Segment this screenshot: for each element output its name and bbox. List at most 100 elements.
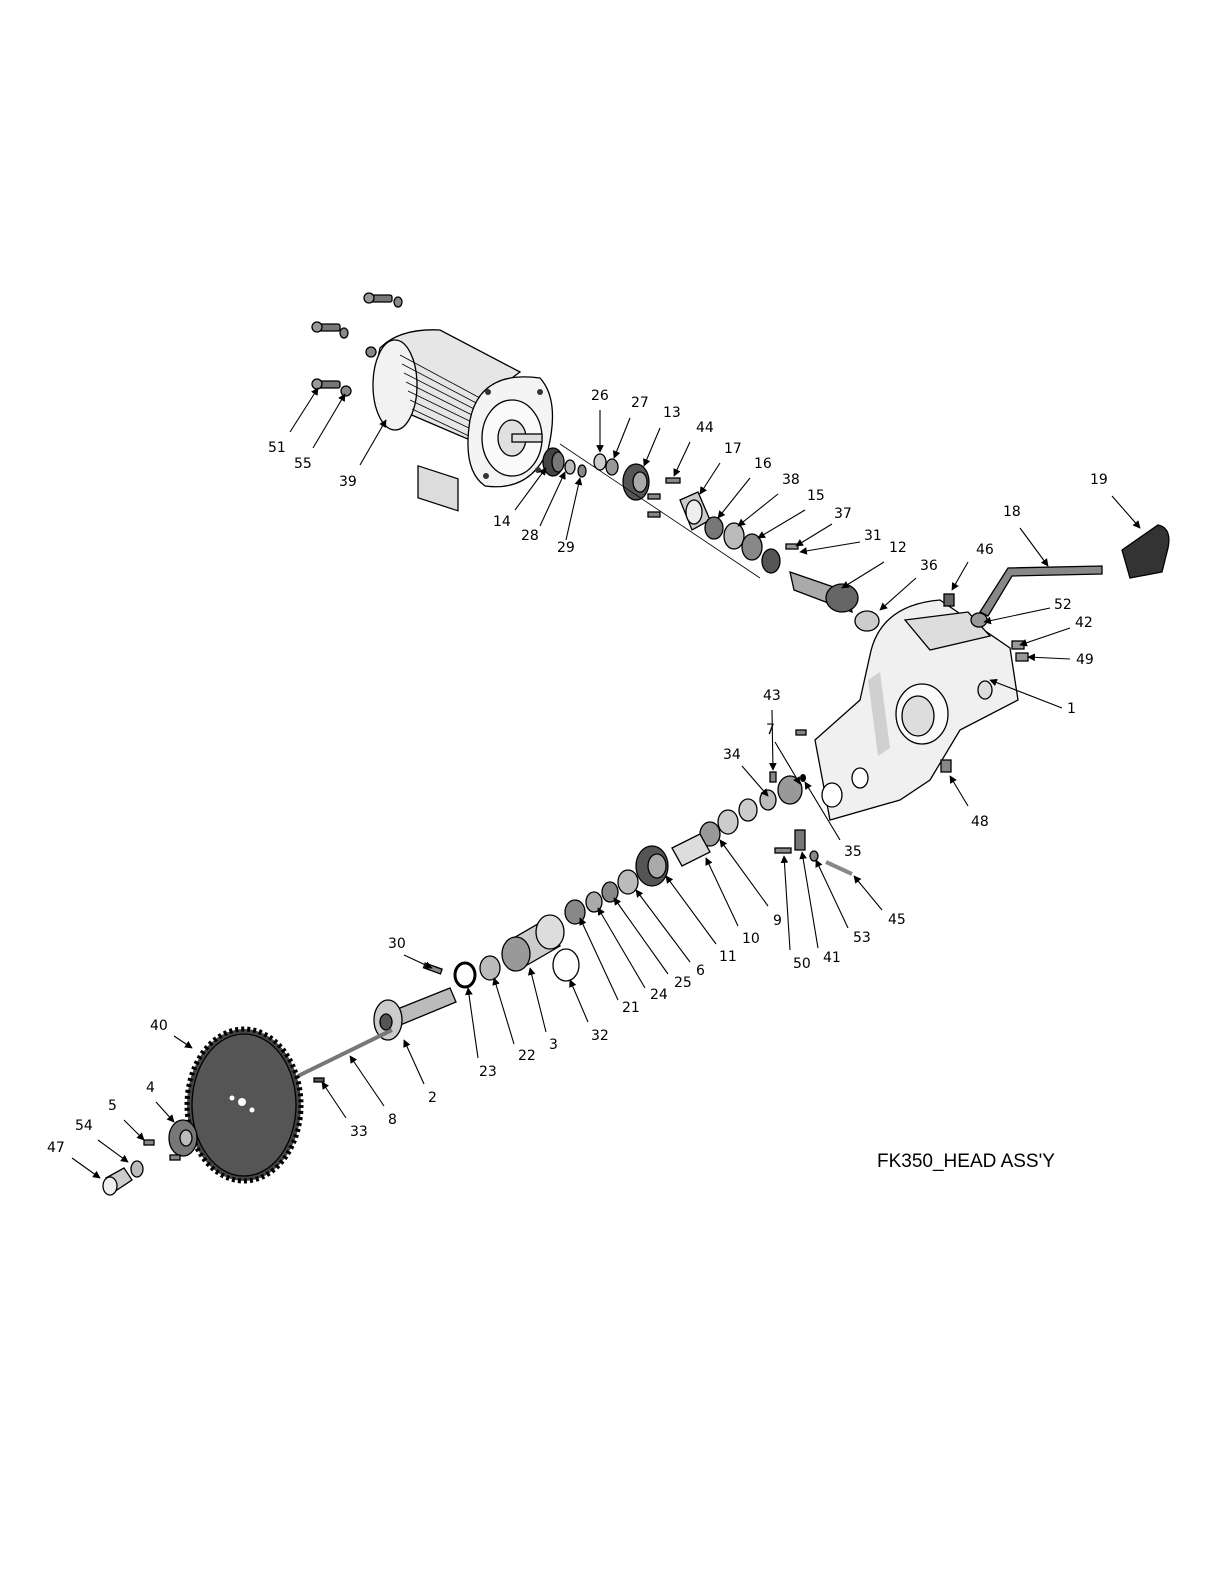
callout-4: 4: [146, 1080, 155, 1096]
key-37: [786, 544, 798, 549]
callout-45: 45: [888, 912, 906, 928]
screw-49: [1016, 653, 1028, 661]
gear-11: [636, 846, 668, 886]
spacer-34: [760, 790, 776, 810]
leader-line-54: [98, 1140, 128, 1162]
worm-shaft-12: [790, 572, 858, 612]
leader-line-43: [772, 710, 773, 770]
callout-30: 30: [388, 936, 406, 952]
callout-49: 49: [1076, 652, 1094, 668]
callout-48: 48: [971, 814, 989, 830]
leader-line-24: [598, 908, 645, 988]
callout-51: 51: [268, 440, 286, 456]
leader-line-33: [322, 1082, 346, 1118]
nut-53: [810, 851, 818, 861]
bearing-22: [480, 956, 500, 980]
callout-33: 33: [350, 1124, 368, 1140]
callout-34: 34: [723, 747, 741, 763]
callout-24: 24: [650, 987, 668, 1003]
screw-42: [1012, 641, 1024, 649]
callout-9: 9: [773, 913, 782, 929]
snap-ring-23: [455, 963, 475, 987]
leader-line-46: [952, 562, 968, 590]
callout-1: 1: [1067, 701, 1076, 717]
motor-bolt-middle: [312, 322, 348, 338]
leader-line-42: [1020, 628, 1070, 645]
pin-43: [770, 772, 776, 782]
key-30: [424, 963, 443, 974]
leader-line-36: [880, 578, 916, 610]
leader-line-4: [156, 1102, 174, 1122]
leader-line-44: [674, 442, 690, 476]
leader-line-41: [802, 852, 818, 948]
callout-22: 22: [518, 1048, 536, 1064]
callout-37: 37: [834, 506, 852, 522]
callout-40: 40: [150, 1018, 168, 1034]
callout-12: 12: [889, 540, 907, 556]
callout-53: 53: [853, 930, 871, 946]
flange-4: [169, 1120, 197, 1156]
ring-27: [606, 459, 618, 475]
leader-line-15: [758, 510, 805, 538]
callout-21: 21: [622, 1000, 640, 1016]
callout-3: 3: [549, 1037, 558, 1053]
leader-line-19: [1112, 496, 1140, 528]
callout-28: 28: [521, 528, 539, 544]
ring-38: [724, 523, 744, 549]
leader-line-21: [580, 918, 618, 1000]
callout-43: 43: [763, 688, 781, 704]
leader-line-47: [72, 1158, 100, 1178]
leader-line-12: [842, 562, 884, 588]
callout-23: 23: [479, 1064, 497, 1080]
motor-bolt-lower: [312, 379, 351, 396]
handle-lever: [980, 566, 1102, 616]
leader-line-29: [566, 478, 580, 540]
motor-bolt-top: [364, 293, 402, 307]
callout-13: 13: [663, 405, 681, 421]
leader-line-2: [404, 1040, 424, 1084]
leader-line-49: [1028, 657, 1070, 659]
screw-48: [941, 760, 951, 772]
leader-line-10: [706, 858, 738, 926]
callout-39: 39: [339, 474, 357, 490]
callout-41: 41: [823, 950, 841, 966]
leader-line-13: [644, 428, 660, 466]
clamp-41: [795, 830, 805, 850]
leader-line-30: [404, 955, 432, 968]
leader-line-52: [984, 608, 1050, 622]
saw-blade: [187, 1029, 301, 1181]
leader-line-38: [738, 494, 778, 526]
set-screw-46: [944, 594, 954, 606]
pin-44: [666, 478, 680, 483]
callout-14: 14: [493, 514, 511, 530]
leader-line-51: [290, 388, 318, 432]
leader-line-6: [636, 890, 690, 962]
ring-24: [586, 892, 602, 912]
bushing-7: [778, 776, 802, 804]
screw-35: [800, 774, 806, 782]
leader-line-39: [360, 420, 386, 465]
leader-line-34: [742, 766, 768, 796]
callout-44: 44: [696, 420, 714, 436]
callout-55: 55: [294, 456, 312, 472]
bolt-50: [775, 848, 791, 853]
leader-line-17: [700, 463, 720, 494]
washer-6: [618, 870, 638, 894]
callout-38: 38: [782, 472, 800, 488]
callout-5: 5: [108, 1098, 117, 1114]
callout-8: 8: [388, 1112, 397, 1128]
callout-32: 32: [591, 1028, 609, 1044]
callout-7: 7: [766, 722, 775, 738]
callout-42: 42: [1075, 615, 1093, 631]
leader-line-55: [313, 394, 345, 448]
leader-line-8: [350, 1056, 384, 1106]
o-ring-32: [553, 949, 579, 981]
housing-sleeve-3: [502, 915, 564, 971]
nut-29: [578, 465, 586, 477]
drawing-title: FK350_HEAD ASS'Y: [877, 1151, 1055, 1172]
callout-19: 19: [1090, 472, 1108, 488]
callout-17: 17: [724, 441, 742, 457]
pin-33: [314, 1078, 324, 1082]
leader-line-27: [614, 418, 630, 458]
